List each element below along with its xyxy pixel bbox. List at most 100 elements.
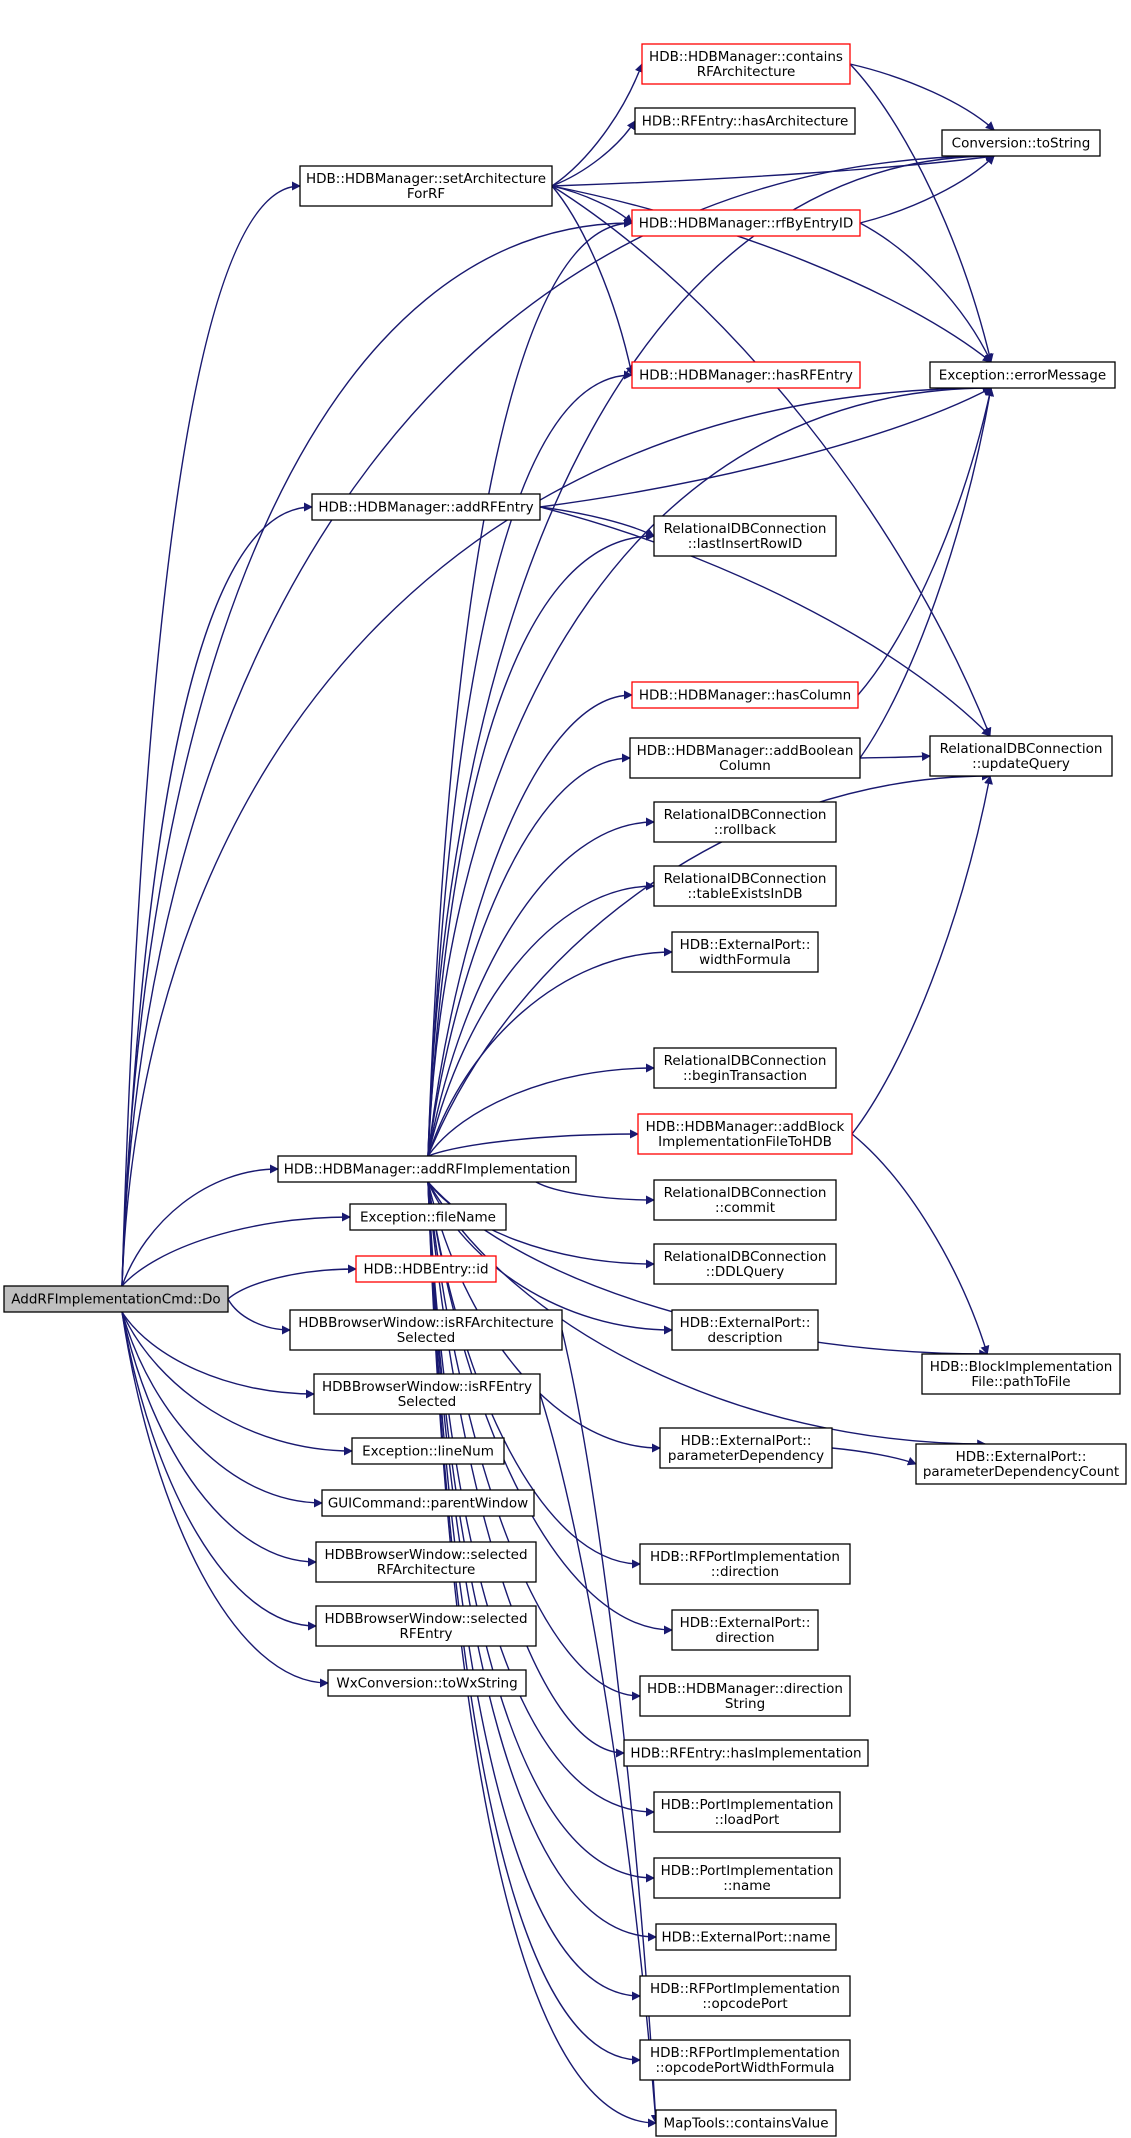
node-box [631,681,859,709]
node-label: Selected [397,1330,456,1346]
edge-containsArch-to-toString [849,63,995,131]
edge-addRFImpl-to-paramDep [427,1181,661,1453]
edge-root-to-selRFArch [121,1311,317,1567]
node-box [671,1309,819,1351]
node-label: ::direction [711,1564,779,1580]
node-label: ::tableExistsInDB [687,886,802,902]
node-label: description [707,1330,782,1346]
node-opcodePort[interactable]: HDB::RFPortImplementation::opcodePort [639,1975,851,2017]
node-paramDep[interactable]: HDB::ExternalPort::parameterDependency [659,1427,833,1469]
edge-addBool-to-errorMessage [859,387,995,759]
node-label: HDB::HDBManager::hasRFEntry [639,368,853,384]
node-rfHasArch[interactable]: HDB::RFEntry::hasArchitecture [634,107,856,135]
node-entryId[interactable]: HDB::HDBEntry::id [355,1255,497,1283]
edge-addRFEntry-to-updateQuery [539,506,991,737]
edge-addRFImpl-to-widthFormula [427,947,673,1157]
node-containsValue[interactable]: MapTools::containsValue [655,2109,837,2137]
edge-addBlock-to-updateQuery [851,775,993,1135]
node-label: Column [719,758,771,774]
node-box [623,1739,869,1767]
node-parentWindow[interactable]: GUICommand::parentWindow [321,1489,535,1517]
node-ddlQuery[interactable]: RelationalDBConnection::DDLQuery [653,1243,837,1285]
node-hasImpl[interactable]: HDB::RFEntry::hasImplementation [623,1739,869,1767]
node-label: parameterDependency [668,1448,824,1464]
node-box [639,1975,851,2017]
edge-setArch-to-toString [551,152,996,187]
node-label: ::rollback [714,822,776,838]
node-box [653,1857,841,1899]
node-label: RFEntry [399,1626,452,1642]
node-commit[interactable]: RelationalDBConnection::commit [653,1179,837,1221]
node-toWx[interactable]: WxConversion::toWxString [327,1669,527,1697]
node-rollback[interactable]: RelationalDBConnection::rollback [653,801,837,843]
node-addRFImpl[interactable]: HDB::HDBManager::addRFImplementation [277,1155,577,1183]
node-label: Exception::lineNum [362,1444,494,1460]
node-box [653,865,837,907]
node-box [315,1605,537,1647]
node-tableExists[interactable]: RelationalDBConnection::tableExistsInDB [653,865,837,907]
nodes-layer: AddRFImplementationCmd::DoHDB::HDBManage… [3,43,1127,2137]
node-isRFArch[interactable]: HDBBrowserWindow::isRFArchitectureSelect… [289,1309,563,1351]
node-label: parameterDependencyCount [923,1464,1119,1480]
edge-addRFImpl-to-paramDepCount [427,1181,987,1449]
edge-addRFImpl-to-commit [535,1181,655,1205]
node-widthFormula[interactable]: HDB::ExternalPort::widthFormula [671,931,819,973]
node-box [653,1791,841,1833]
node-paramDepCount[interactable]: HDB::ExternalPort::parameterDependencyCo… [915,1443,1127,1485]
node-label: GUICommand::parentWindow [328,1496,528,1512]
node-addBlock[interactable]: HDB::HDBManager::addBlockImplementationF… [637,1113,853,1155]
node-fileName[interactable]: Exception::fileName [349,1203,507,1231]
node-lastInsert[interactable]: RelationalDBConnection::lastInsertRowID [653,515,837,557]
node-loadPort[interactable]: HDB::PortImplementation::loadPort [653,1791,841,1833]
node-updateQuery[interactable]: RelationalDBConnection::updateQuery [929,735,1113,777]
edge-addBlock-to-pathToFile [851,1133,990,1355]
node-hasColumn[interactable]: HDB::HDBManager::hasColumn [631,681,859,709]
edge-addRFImpl-to-rollback [427,817,655,1157]
edge-addRFImpl-to-beginTrans [427,1063,655,1157]
node-extName[interactable]: HDB::ExternalPort::name [655,1923,837,1951]
edge-addRFImpl-to-updateQuery [427,771,991,1157]
node-label: RelationalDBConnection [664,1185,827,1201]
node-hasRFEntry[interactable]: HDB::HDBManager::hasRFEntry [631,361,861,389]
edges-layer [121,63,996,2128]
node-label: HDB::HDBManager::direction [647,1681,843,1697]
edge-addRFImpl-to-toString [427,151,996,1157]
node-portName[interactable]: HDB::PortImplementation::name [653,1857,841,1899]
node-label: ::commit [715,1200,775,1216]
node-label: String [725,1696,765,1712]
node-label: HDBBrowserWindow::selected [324,1611,527,1627]
node-label: HDB::ExternalPort:: [680,1315,811,1331]
node-label: RelationalDBConnection [664,871,827,887]
node-errorMessage[interactable]: Exception::errorMessage [929,361,1116,389]
node-rfByEntry[interactable]: HDB::HDBManager::rfByEntryID [631,209,861,237]
node-opcodeWidth[interactable]: HDB::RFPortImplementation::opcodePortWid… [639,2039,851,2081]
node-box [671,931,819,973]
node-box [929,735,1113,777]
node-lineNum[interactable]: Exception::lineNum [351,1437,505,1465]
node-addRFEntry[interactable]: HDB::HDBManager::addRFEntry [311,493,541,521]
node-box [641,43,851,85]
edge-addRFImpl-to-lastInsert [427,531,655,1157]
node-label: direction [715,1630,774,1646]
node-label: HDBBrowserWindow::selected [324,1547,527,1563]
node-description[interactable]: HDB::ExternalPort::description [671,1309,819,1351]
edge-setArch-to-rfByEntry [551,185,633,224]
node-box [3,1285,229,1313]
node-toString[interactable]: Conversion::toString [941,129,1101,157]
edge-root-to-setArch [121,181,301,1287]
edge-root-to-isRFEntry [121,1311,315,1399]
node-rfPortDir[interactable]: HDB::RFPortImplementation::direction [639,1543,851,1585]
node-extDir[interactable]: HDB::ExternalPort::direction [671,1609,819,1651]
edge-addBool-to-updateQuery [859,751,931,761]
node-beginTrans[interactable]: RelationalDBConnection::beginTransaction [653,1047,837,1089]
node-root[interactable]: AddRFImplementationCmd::Do [3,1285,229,1313]
node-label: HDB::HDBManager::contains [649,49,843,65]
